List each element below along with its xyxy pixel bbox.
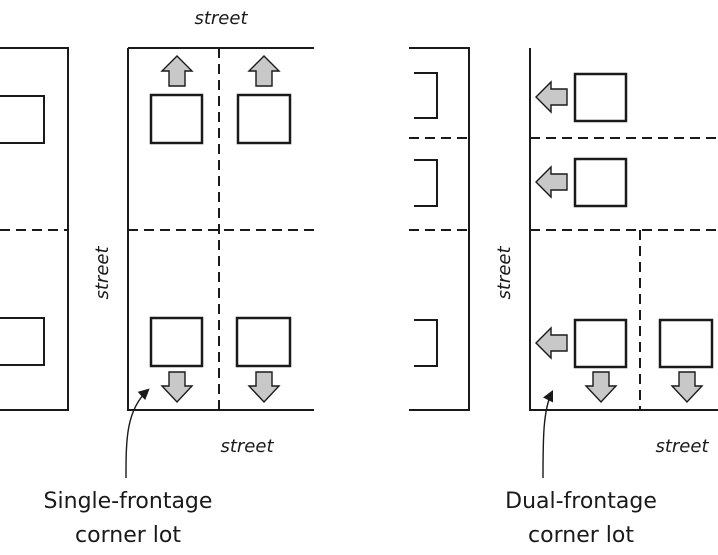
caption-single-line1: Single-frontage — [44, 489, 213, 514]
frontage-arrow-down-icon — [247, 371, 281, 404]
caption-single-line2: corner lot — [75, 523, 181, 548]
street-label-bottom: street — [220, 436, 274, 457]
house — [236, 93, 292, 145]
frontage-arrow-up-icon — [247, 55, 281, 87]
frontage-arrow-up-icon — [160, 55, 194, 87]
neighbor-house — [414, 159, 438, 207]
corner-block-outline — [127, 48, 314, 411]
corner-lot-pointer — [125, 388, 150, 479]
caption-dual-line1: Dual-frontage — [505, 489, 657, 514]
street-label-bottom: street — [655, 436, 709, 457]
neighbor-house — [0, 95, 45, 144]
house — [573, 318, 628, 369]
caption-dual-line2: corner lot — [528, 523, 634, 548]
house — [573, 72, 628, 123]
frontage-arrow-left-icon — [535, 80, 568, 114]
frontage-arrow-left-icon — [535, 165, 568, 199]
house — [235, 316, 292, 368]
frontage-arrow-left-icon — [535, 326, 568, 360]
corner-block-outline — [529, 48, 718, 411]
house — [149, 93, 204, 145]
neighbor-block-outline — [409, 47, 470, 411]
house — [658, 318, 714, 369]
corner-lot-pointer — [542, 389, 554, 479]
frontage-arrow-down-icon — [160, 371, 194, 404]
street-label-top: street — [194, 8, 248, 29]
frontage-arrow-down-icon — [670, 371, 704, 404]
house — [573, 157, 628, 208]
neighbor-house — [0, 317, 45, 366]
frontage-arrow-down-icon — [584, 371, 618, 404]
dual-frontage-diagram: street street Dual-frontage corner lot — [409, 47, 718, 548]
street-label-left: street — [494, 246, 515, 300]
neighbor-house — [414, 72, 438, 119]
street-label-left: street — [92, 246, 113, 300]
single-frontage-diagram: street street street Single-frontage cor… — [0, 8, 314, 548]
house — [149, 316, 204, 368]
neighbor-house — [414, 319, 438, 367]
